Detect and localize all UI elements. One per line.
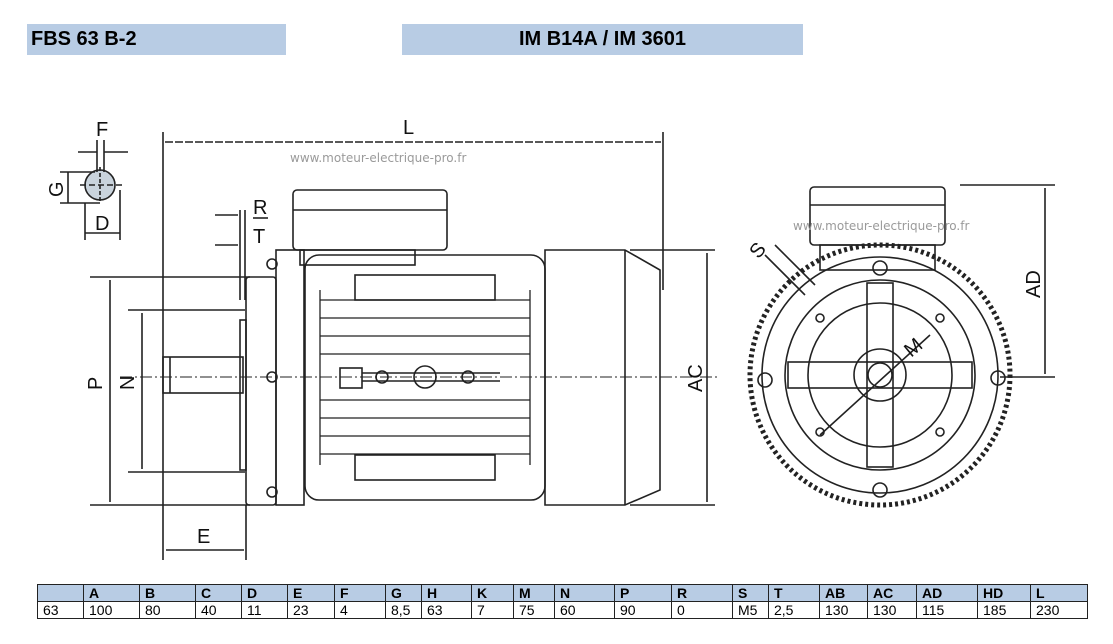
table-header: S xyxy=(732,584,769,602)
table-cell: 80 xyxy=(139,601,196,619)
table-header: AD xyxy=(916,584,978,602)
label-S: S xyxy=(745,239,770,263)
table-header: AC xyxy=(867,584,917,602)
table-cell: 115 xyxy=(916,601,978,619)
table-cell: 130 xyxy=(867,601,917,619)
table-header: HD xyxy=(977,584,1031,602)
label-T: T xyxy=(253,226,265,248)
table-cell: 185 xyxy=(977,601,1031,619)
terminal-box xyxy=(292,189,448,251)
table-header-row: A B C D E F G H K M N P R S T AB AC AD H… xyxy=(37,584,1088,602)
table-cell: 7 xyxy=(471,601,514,619)
label-AD: AD xyxy=(1023,270,1045,298)
table-header: H xyxy=(421,584,472,602)
label-L: L xyxy=(403,117,414,139)
table-header: R xyxy=(671,584,733,602)
table-cell: 230 xyxy=(1030,601,1088,619)
table-cell: 90 xyxy=(614,601,672,619)
flange-spigot xyxy=(239,319,247,471)
table-cell: 100 xyxy=(83,601,140,619)
table-cell: 23 xyxy=(287,601,335,619)
table-header: A xyxy=(83,584,140,602)
motor-end-view xyxy=(747,186,1013,508)
table-cell: 0 xyxy=(671,601,733,619)
table-header: E xyxy=(287,584,335,602)
table-header: D xyxy=(241,584,288,602)
table-header: G xyxy=(385,584,422,602)
table-header xyxy=(37,584,84,602)
table-cell: 75 xyxy=(513,601,555,619)
watermark-right: www.moteur-electrique-pro.fr xyxy=(793,219,969,233)
end-shield xyxy=(275,249,305,506)
table-cell: 11 xyxy=(241,601,288,619)
table-header: P xyxy=(614,584,672,602)
shaft xyxy=(162,356,244,394)
label-E: E xyxy=(197,526,210,548)
dimensions-table: A B C D E F G H K M N P R S T AB AC AD H… xyxy=(37,584,1088,619)
label-P: P xyxy=(85,377,107,390)
table-header: K xyxy=(471,584,514,602)
table-cell: 130 xyxy=(819,601,868,619)
table-cell: M5 xyxy=(732,601,769,619)
table-cell: 40 xyxy=(195,601,242,619)
table-cell: 60 xyxy=(554,601,615,619)
label-D: D xyxy=(95,213,109,235)
table-cell: 63 xyxy=(421,601,472,619)
table-cell: 63 xyxy=(37,601,84,619)
table-row: 63 100 80 40 11 23 4 8,5 63 7 75 60 90 0… xyxy=(37,601,1088,619)
table-cell: 4 xyxy=(334,601,386,619)
label-G: G xyxy=(46,181,68,197)
label-F: F xyxy=(96,119,108,141)
label-N: N xyxy=(117,376,139,390)
table-header: C xyxy=(195,584,242,602)
model-title: FBS 63 B-2 xyxy=(27,24,286,55)
table-header: N xyxy=(554,584,615,602)
shaft-section-detail xyxy=(60,140,128,240)
table-cell: 2,5 xyxy=(768,601,820,619)
table-header: T xyxy=(768,584,820,602)
mounting-title: IM B14A / IM 3601 xyxy=(402,24,803,55)
label-R: R xyxy=(253,197,267,219)
table-header: M xyxy=(513,584,555,602)
table-cell: 8,5 xyxy=(385,601,422,619)
flange xyxy=(245,276,277,506)
label-AC: AC xyxy=(685,364,707,392)
table-header: L xyxy=(1030,584,1088,602)
table-header: F xyxy=(334,584,386,602)
watermark-left: www.moteur-electrique-pro.fr xyxy=(290,151,466,165)
table-header: B xyxy=(139,584,196,602)
table-header: AB xyxy=(819,584,868,602)
